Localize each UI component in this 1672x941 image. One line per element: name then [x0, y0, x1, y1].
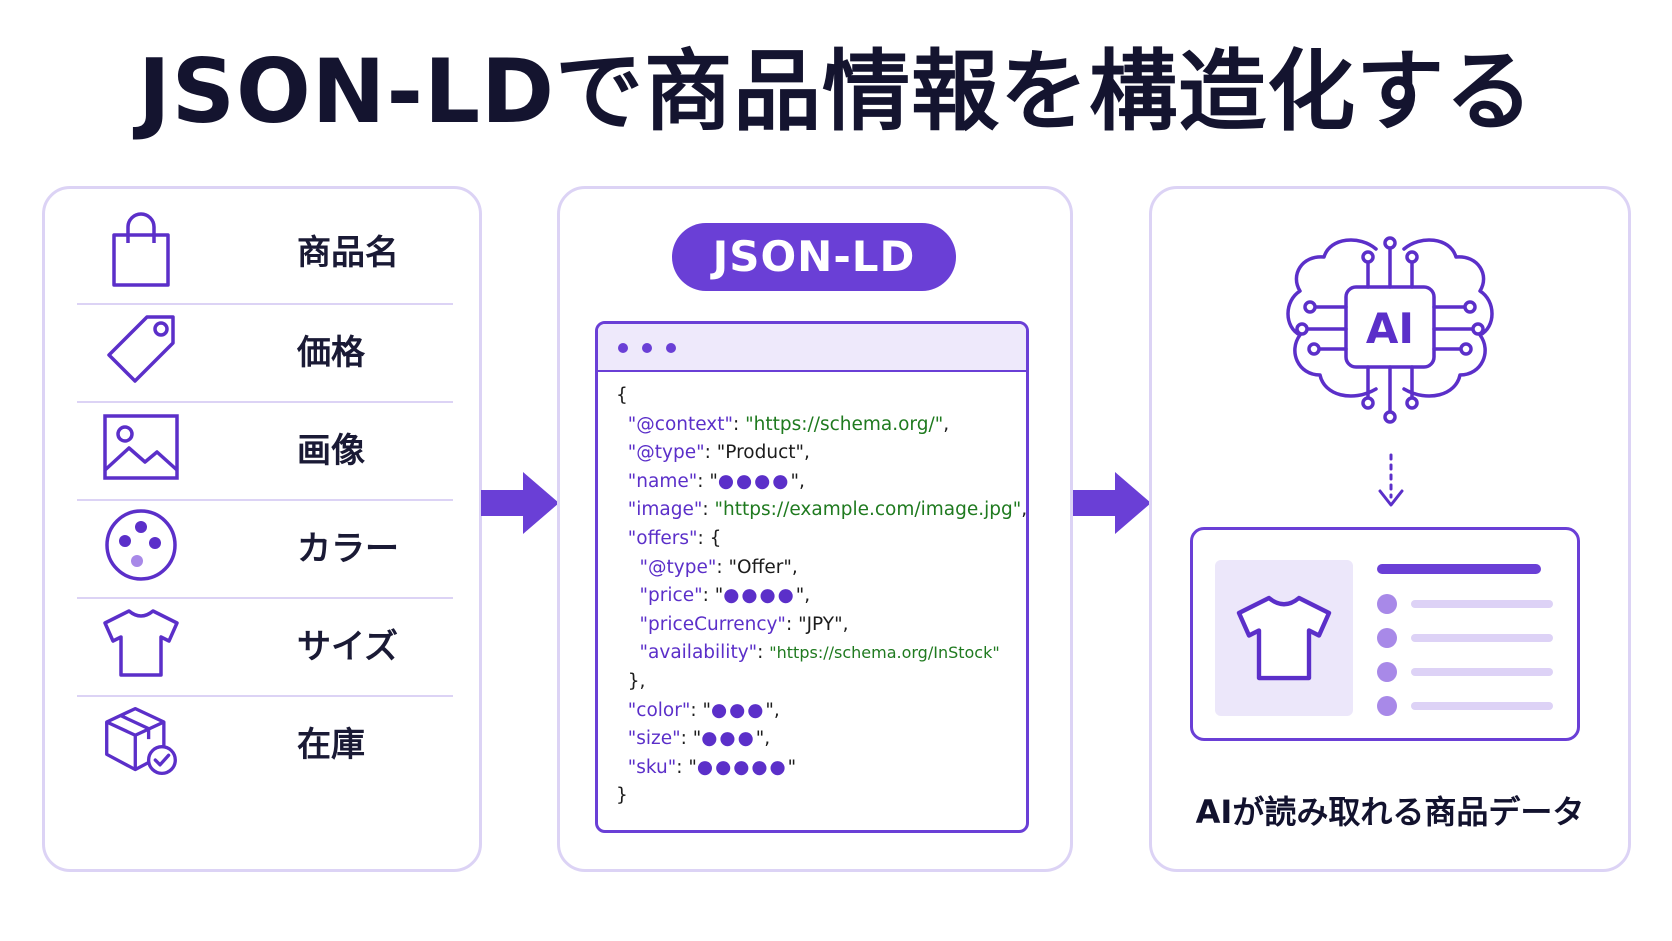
window-dot [642, 343, 652, 353]
field-label: サイズ [297, 626, 398, 667]
right-arrow-icon [481, 472, 559, 534]
product-data-card [1190, 527, 1580, 741]
window-dot [666, 343, 676, 353]
box-check-icon [101, 701, 181, 781]
code-window-titlebar [598, 324, 1026, 372]
price-tag-icon [101, 309, 181, 389]
code-window: { "@context": "https://schema.org/", "@t… [595, 321, 1029, 833]
divider [77, 597, 453, 599]
list-bullet [1377, 628, 1397, 648]
list-line [1411, 668, 1553, 676]
divider [77, 303, 453, 305]
json-ld-badge: JSON-LD [672, 223, 956, 291]
ai-readable-panel: AI AIが読み取れる商品データ [1149, 186, 1631, 872]
field-row-price: 価格 [77, 297, 453, 401]
list-bullet [1377, 696, 1397, 716]
right-arrow-icon [1073, 472, 1151, 534]
window-dot [618, 343, 628, 353]
field-row-color: カラー [77, 493, 453, 597]
product-thumbnail [1215, 560, 1353, 716]
list-bullet [1377, 662, 1397, 682]
card-title-bar [1377, 564, 1541, 574]
color-palette-icon [101, 505, 181, 585]
t-shirt-icon [101, 603, 181, 683]
json-ld-panel: JSON-LD { "@context": "https://schema.or… [557, 186, 1073, 872]
field-label: カラー [297, 528, 399, 569]
field-row-size: サイズ [77, 591, 453, 695]
field-row-product-name: 商品名 [77, 197, 453, 301]
list-line [1411, 600, 1553, 608]
divider [77, 499, 453, 501]
t-shirt-icon [1236, 595, 1332, 681]
dotted-down-arrow-icon [1378, 453, 1404, 507]
field-label: 商品名 [297, 232, 399, 273]
ai-label: AI [1366, 304, 1414, 353]
product-fields-panel: 商品名 価格 画像 カラー サイズ 在庫 [42, 186, 482, 872]
divider [77, 695, 453, 697]
divider [77, 401, 453, 403]
field-label: 価格 [297, 332, 365, 373]
field-label: 在庫 [297, 724, 365, 765]
field-row-image: 画像 [77, 395, 453, 499]
field-row-stock: 在庫 [77, 689, 453, 793]
ai-brain-icon: AI [1286, 236, 1494, 424]
list-bullet [1377, 594, 1397, 614]
field-label: 画像 [297, 430, 365, 471]
json-ld-code: { "@context": "https://schema.org/", "@t… [616, 385, 1028, 807]
page-title: JSON-LDで商品情報を構造化する [137, 40, 1535, 143]
ai-caption: AIが読み取れる商品データ [1195, 793, 1585, 831]
image-icon [101, 407, 181, 487]
list-line [1411, 702, 1553, 710]
shopping-bag-icon [101, 209, 181, 289]
list-line [1411, 634, 1553, 642]
